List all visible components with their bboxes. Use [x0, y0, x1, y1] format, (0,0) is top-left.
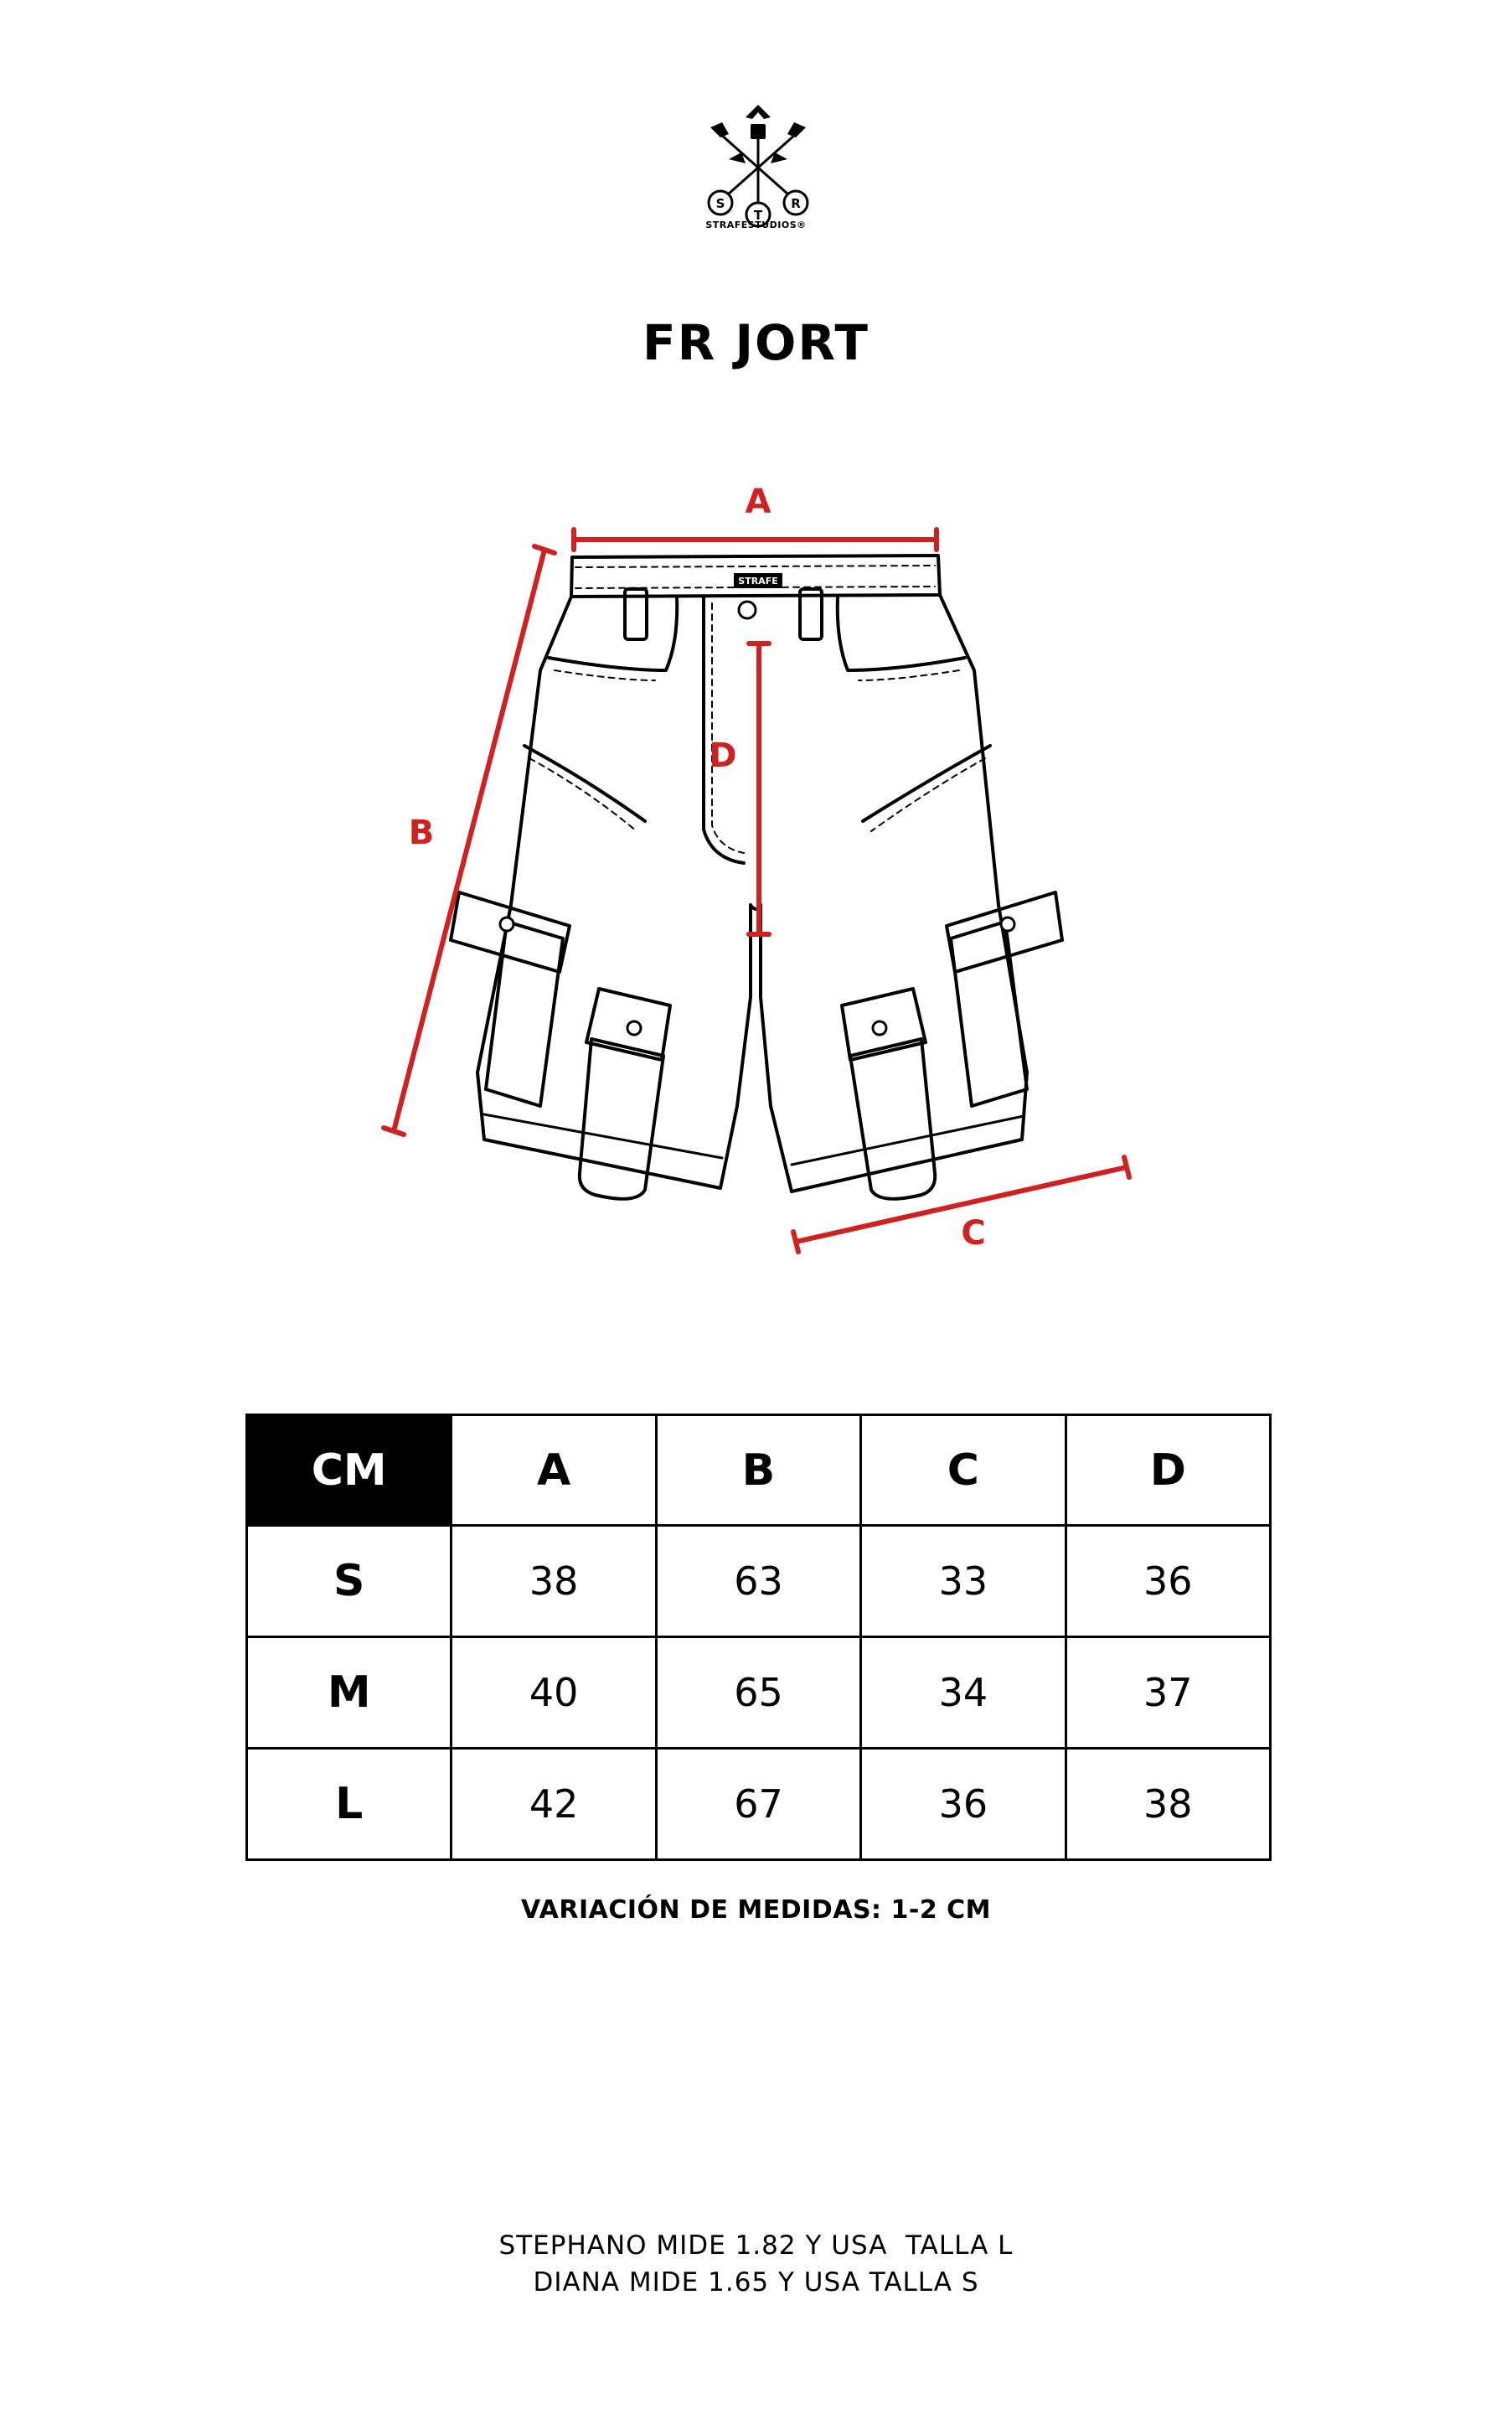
table-cell: 33: [859, 1524, 1067, 1638]
label-c: C: [961, 1214, 985, 1253]
table-cell: 65: [654, 1636, 863, 1750]
shorts-outline: [449, 554, 1064, 1201]
table-cell: 40: [450, 1636, 658, 1750]
label-b: B: [409, 814, 435, 852]
table-cell: 38: [1064, 1747, 1272, 1861]
logo-letter-t: T: [754, 208, 763, 223]
label-a: A: [746, 483, 771, 521]
table-cell: 42: [450, 1747, 658, 1861]
table-cell: 38: [450, 1524, 658, 1638]
waistband-tag: [734, 573, 782, 588]
table-cell: 36: [859, 1747, 1067, 1861]
model-note-diana: DIANA MIDE 1.65 Y USA TALLA S: [533, 2267, 979, 2298]
table-row: S 38 63 33 36: [245, 1524, 1272, 1638]
waistband-tag-text: STRAFE: [738, 576, 777, 587]
header-d: D: [1064, 1414, 1272, 1527]
size-label: M: [245, 1636, 453, 1750]
logo-letter-s: S: [716, 196, 725, 211]
header-a: A: [450, 1414, 658, 1527]
size-label: S: [245, 1524, 453, 1638]
shorts-measurement-diagram: STRAFE A B C D: [381, 483, 1132, 1254]
size-label: L: [245, 1747, 453, 1861]
measurement-variation-note: VARIACIÓN DE MEDIDAS: 1-2 CM: [520, 1895, 992, 1925]
table-cell: 34: [859, 1636, 1067, 1750]
size-table: CM A B C D S 38 63 33 36 M 40 65 34 37 L…: [245, 1414, 1272, 1861]
model-notes: STEPHANO MIDE 1.82 Y USA TALLA L DIANA M…: [0, 2227, 1512, 2301]
header-unit: CM: [245, 1414, 453, 1527]
table-cell: 37: [1064, 1636, 1272, 1750]
table-row: M 40 65 34 37: [245, 1636, 1272, 1750]
label-d: D: [709, 737, 736, 775]
header-c: C: [859, 1414, 1067, 1527]
measure-line-c: [793, 1165, 1129, 1244]
table-row: L 42 67 36 38: [245, 1747, 1272, 1861]
header-b: B: [654, 1414, 863, 1527]
logo-letter-r: R: [791, 196, 801, 211]
brand-name: STRAFESTUDIOS®: [705, 220, 807, 230]
table-cell: 36: [1064, 1524, 1272, 1638]
table-cell: 67: [654, 1747, 863, 1861]
table-header-row: CM A B C D: [245, 1414, 1272, 1527]
table-cell: 63: [654, 1524, 863, 1638]
measure-line-b: [391, 547, 547, 1134]
product-title: FR JORT: [642, 314, 870, 371]
brand-logo-icon: S T R: [707, 105, 809, 228]
model-note-stephano: STEPHANO MIDE 1.82 Y USA TALLA L: [498, 2230, 1014, 2261]
